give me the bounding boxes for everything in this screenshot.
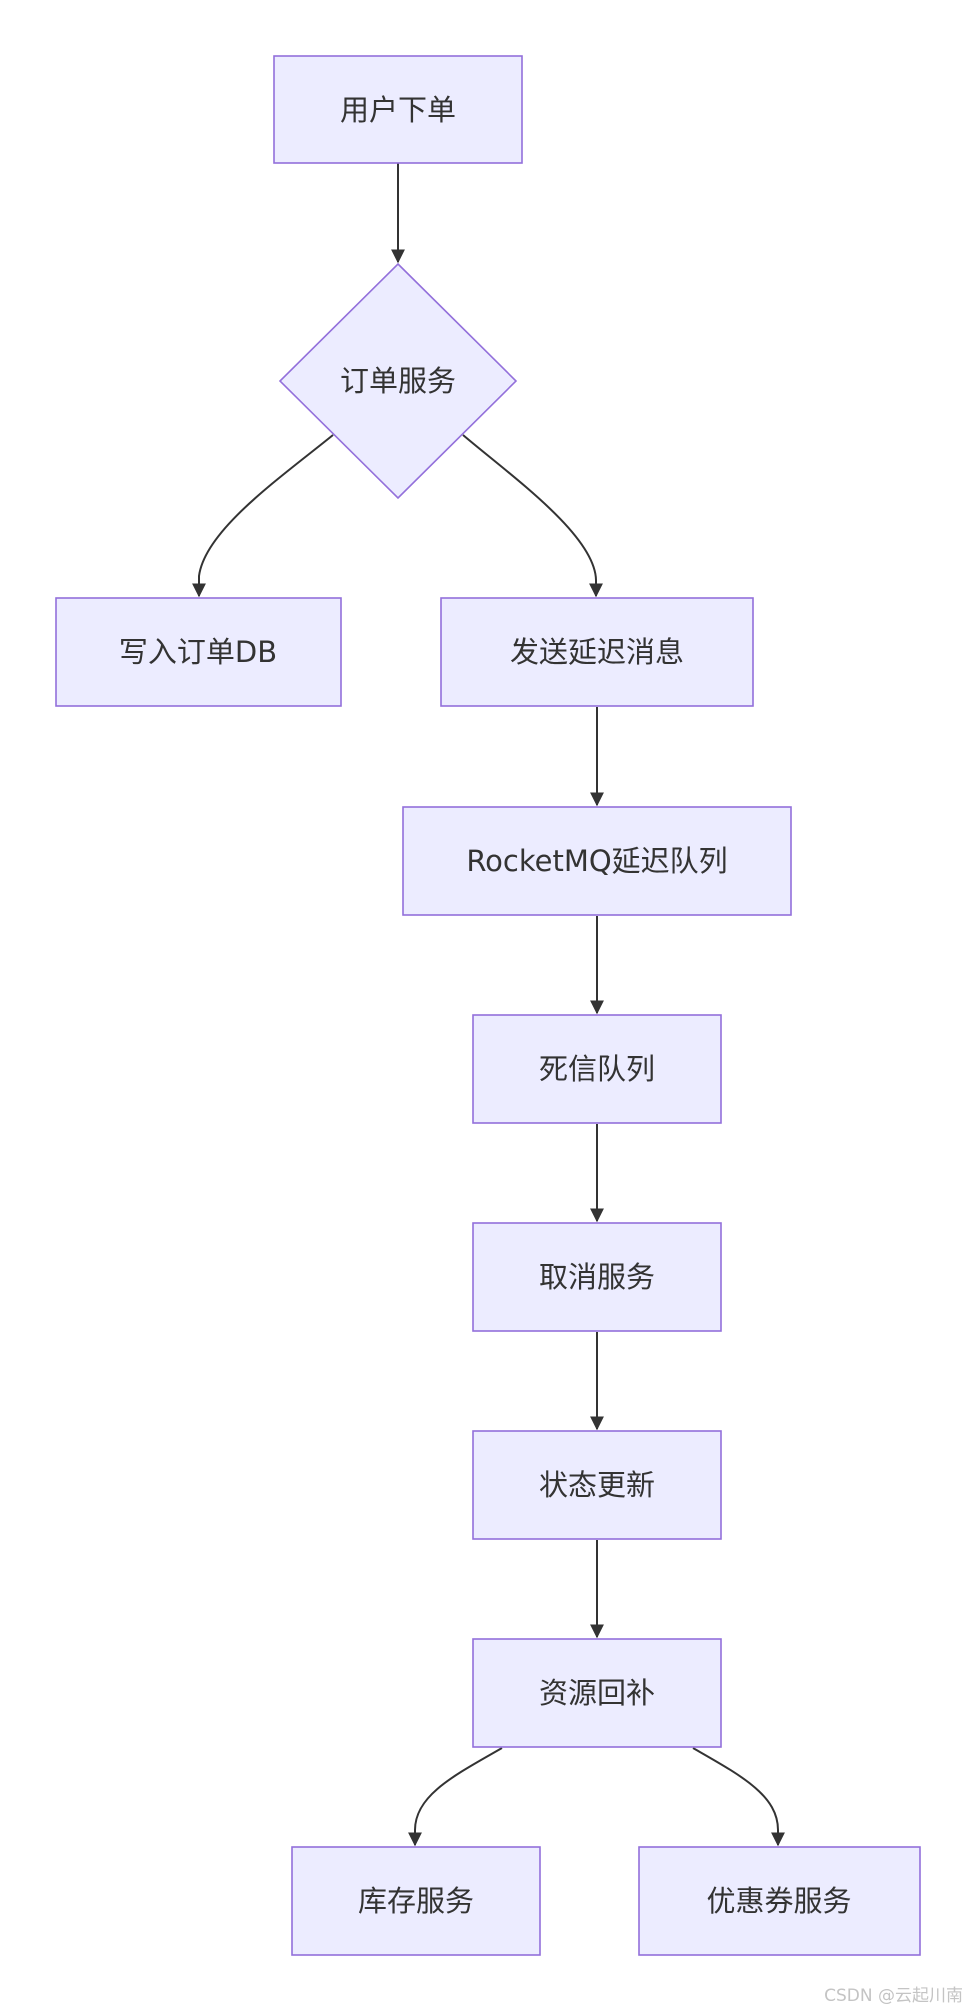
watermark: CSDN @云起川南 [824,1986,963,2006]
node-send-delay: 发送延迟消息 [440,597,754,707]
node-inventory-service-label: 库存服务 [358,1884,474,1918]
node-resource-backfill-label: 资源回补 [539,1676,655,1710]
node-write-db-label: 写入订单DB [119,635,277,669]
edges [192,162,785,1847]
edge-order-service-to-send-delay [462,434,603,598]
edge-resource-backfill-to-inventory [408,1747,503,1847]
node-status-update: 状态更新 [472,1430,722,1540]
node-order-service: 订单服务 [278,262,518,500]
node-dead-letter-queue-label: 死信队列 [539,1052,655,1086]
node-order-service-label: 订单服务 [340,364,456,398]
node-coupon-service: 优惠券服务 [638,1846,921,1956]
node-cancel-service-label: 取消服务 [539,1260,655,1294]
node-status-update-label: 状态更新 [539,1468,655,1502]
node-dead-letter-queue: 死信队列 [472,1014,722,1124]
node-write-db: 写入订单DB [55,597,342,707]
edge-order-service-to-write-db [192,434,334,598]
node-rocketmq-delay-queue-label: RocketMQ延迟队列 [466,844,727,878]
node-coupon-service-label: 优惠券服务 [706,1884,851,1918]
node-inventory-service: 库存服务 [291,1846,541,1956]
node-send-delay-label: 发送延迟消息 [510,635,684,669]
edge-resource-backfill-to-coupon [692,1747,785,1847]
node-rocketmq-delay-queue: RocketMQ延迟队列 [402,806,792,916]
node-cancel-service: 取消服务 [472,1222,722,1332]
node-user-order: 用户下单 [273,55,523,164]
node-resource-backfill: 资源回补 [472,1638,722,1748]
node-user-order-label: 用户下单 [340,93,456,127]
